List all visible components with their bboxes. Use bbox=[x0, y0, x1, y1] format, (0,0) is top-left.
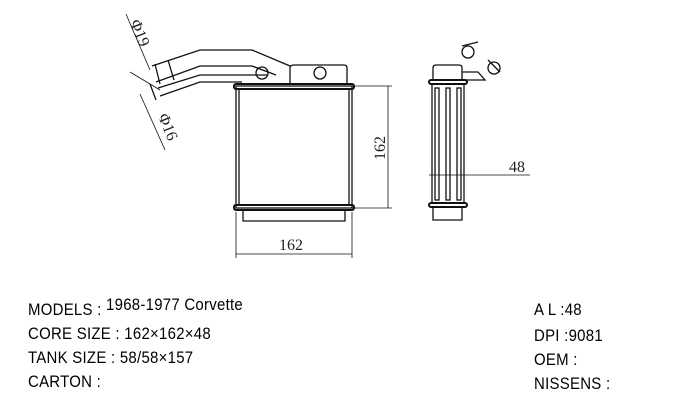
spec-core-size: CORE SIZE : 162×162×48 bbox=[28, 324, 211, 344]
spec-carton: CARTON : bbox=[28, 372, 105, 392]
spec-label: NISSENS : bbox=[534, 374, 611, 393]
spec-label: DPI : bbox=[534, 326, 569, 345]
dim-core-height: 162 bbox=[372, 136, 389, 160]
pipes bbox=[151, 49, 291, 97]
core bbox=[235, 85, 353, 209]
spec-label: OEM : bbox=[534, 350, 578, 369]
spec-value: 58/58×157 bbox=[119, 348, 194, 367]
dim-pipe-outlet: Φ16 bbox=[154, 111, 180, 143]
spec-value: 162×162×48 bbox=[124, 324, 211, 343]
spec-tank-size: TANK SIZE : 58/58×157 bbox=[28, 348, 193, 368]
spec-value: 48 bbox=[564, 300, 582, 319]
dim-pipe-inlet: Φ19 bbox=[126, 17, 152, 49]
spec-oem: OEM : bbox=[534, 350, 578, 370]
side-view bbox=[428, 41, 530, 221]
spec-label: CORE SIZE : bbox=[28, 324, 120, 343]
spec-label: TANK SIZE : bbox=[28, 348, 116, 367]
spec-nissens: NISSENS : bbox=[534, 374, 610, 394]
spec-label: A L : bbox=[534, 300, 565, 319]
spec-value: 9081 bbox=[568, 326, 603, 345]
front-view bbox=[125, 13, 392, 258]
spec-value: 1968-1977 Corvette bbox=[106, 295, 244, 314]
dim-core-depth: 48 bbox=[509, 159, 525, 176]
dim-core-width: 162 bbox=[279, 237, 303, 254]
bottom-tank bbox=[242, 210, 346, 222]
top-tank bbox=[289, 64, 348, 84]
spec-models: MODELS : 1968-1977 Corvette bbox=[28, 295, 243, 320]
spec-al: A L :48 bbox=[534, 300, 582, 320]
spec-label: CARTON : bbox=[28, 372, 102, 391]
spec-dpi: DPI :9081 bbox=[534, 326, 603, 346]
spec-label: MODELS : bbox=[28, 300, 102, 319]
